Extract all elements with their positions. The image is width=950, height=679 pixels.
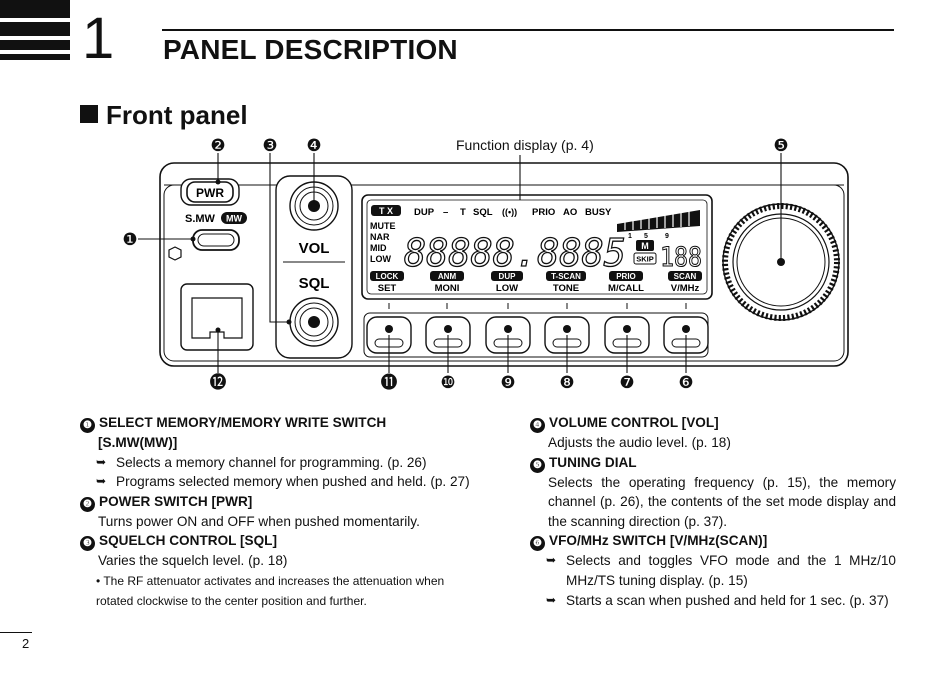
svg-text:((•)): ((•)) xyxy=(502,207,517,217)
callout-1: ❶ xyxy=(122,230,137,249)
arrow-icon: ➥ xyxy=(96,454,107,469)
svg-text:SQL: SQL xyxy=(473,207,493,218)
svg-text:LOW: LOW xyxy=(370,254,391,264)
number-1-icon: ❶ xyxy=(80,418,95,433)
svg-text:MONI: MONI xyxy=(435,283,460,294)
callout-5: ❺ xyxy=(773,136,788,155)
section-heading: Front panel xyxy=(80,100,248,131)
mic-jack xyxy=(180,283,254,351)
s-meter: 1 5 9 xyxy=(617,210,700,240)
number-6-icon: ❻ xyxy=(530,536,545,552)
item-3-note: • The RF attenuator activates and increa… xyxy=(96,573,445,608)
svg-text:MID: MID xyxy=(370,243,387,253)
svg-text:MUTE: MUTE xyxy=(370,221,396,231)
arrow-icon: ➥ xyxy=(546,553,557,568)
svg-text:NAR: NAR xyxy=(370,232,390,242)
sql-label: SQL xyxy=(299,275,330,292)
page-number: 2 xyxy=(22,636,30,651)
item-1-bullet-1: ➥Selects a memory channel for programmin… xyxy=(80,453,472,473)
callout-7: ❼ xyxy=(619,373,634,392)
page-title: PANEL DESCRIPTION xyxy=(163,34,458,65)
key-row xyxy=(363,312,709,358)
chapter-number: 1 xyxy=(82,6,115,71)
callout-12: ⓬ xyxy=(210,373,227,392)
svg-text:DUP: DUP xyxy=(414,207,435,218)
svg-text:BUSY: BUSY xyxy=(585,207,612,218)
svg-text:9: 9 xyxy=(665,233,669,240)
svg-text:T X: T X xyxy=(379,206,393,216)
chapter-tab-graphic xyxy=(0,0,70,62)
vol-label: VOL xyxy=(299,240,330,257)
svg-text:SET: SET xyxy=(378,283,397,294)
callout-8: ❽ xyxy=(559,373,574,392)
lcd-channel-digits: 188 xyxy=(660,242,702,273)
svg-text:PRIO: PRIO xyxy=(616,272,636,281)
square-bullet-icon xyxy=(80,105,98,123)
lcd-frequency-digits: 88888.8885 xyxy=(404,231,626,275)
callout-3: ❸ xyxy=(262,136,277,155)
svg-text:LOW: LOW xyxy=(496,283,518,294)
screw-icon xyxy=(168,246,182,261)
arrow-icon: ➥ xyxy=(96,474,107,489)
svg-text:5: 5 xyxy=(644,233,648,240)
svg-text:M: M xyxy=(641,241,649,251)
mw-badge: MW xyxy=(226,214,242,224)
svg-text:ANM: ANM xyxy=(438,272,457,281)
svg-text:SCAN: SCAN xyxy=(674,272,697,281)
number-3-icon: ❸ xyxy=(80,536,95,552)
callout-4: ❹ xyxy=(306,136,321,155)
svg-text:–: – xyxy=(443,207,448,218)
item-6-bullet-1: ➥Selects and toggles VFO mode and the 1 … xyxy=(546,553,896,588)
callout-6: ❻ xyxy=(678,373,693,392)
item-2-text: Turns power ON and OFF when pushed momen… xyxy=(98,513,420,529)
callout-9: ❾ xyxy=(500,373,515,392)
svg-text:M/CALL: M/CALL xyxy=(608,283,644,294)
number-2-icon: ❷ xyxy=(80,496,95,512)
number-4-icon: ❹ xyxy=(530,418,545,433)
item-1-bullet-2: ➥Programs selected memory when pushed an… xyxy=(80,472,472,492)
pwr-button xyxy=(186,181,234,203)
svg-text:T-SCAN: T-SCAN xyxy=(551,272,581,281)
pwr-label: PWR xyxy=(196,186,224,200)
smw-button xyxy=(192,229,240,251)
svg-text:AO: AO xyxy=(563,207,577,218)
svg-text:TONE: TONE xyxy=(553,283,579,294)
item-5-text: Selects the operating frequency (p. 15),… xyxy=(548,474,896,529)
svg-text:PRIO: PRIO xyxy=(532,207,555,218)
svg-text:LOCK: LOCK xyxy=(376,272,399,281)
callout-10: ❿ xyxy=(440,373,455,392)
svg-text:T: T xyxy=(460,207,466,218)
item-6-bullet-2: ➥Starts a scan when pushed and held for … xyxy=(530,591,896,611)
svg-text:SKIP: SKIP xyxy=(636,255,654,264)
title-rule xyxy=(162,29,894,31)
item-4-text: Adjusts the audio level. (p. 18) xyxy=(548,435,731,450)
callout-11: ⓫ xyxy=(381,373,398,392)
item-3-text: Varies the squelch level. (p. 18) xyxy=(98,553,288,569)
lcd-key-labels: LOCK SET ANM MONI DUP LOW T-SCAN TONE PR… xyxy=(370,271,702,294)
arrow-icon: ➥ xyxy=(546,592,557,607)
smw-label: S.MW xyxy=(185,213,216,225)
footer-rule xyxy=(0,632,32,633)
svg-text:V/MHz: V/MHz xyxy=(671,283,700,294)
item-1-subtitle: [S.MW(MW)] xyxy=(98,435,178,450)
sql-knob xyxy=(289,297,339,347)
svg-text:1: 1 xyxy=(628,233,632,240)
function-display-label: Function display (p. 4) xyxy=(456,137,594,153)
section-title: Front panel xyxy=(106,100,248,130)
svg-text:DUP: DUP xyxy=(499,272,517,281)
callout-2: ❷ xyxy=(210,136,225,155)
number-5-icon: ❺ xyxy=(530,457,545,473)
